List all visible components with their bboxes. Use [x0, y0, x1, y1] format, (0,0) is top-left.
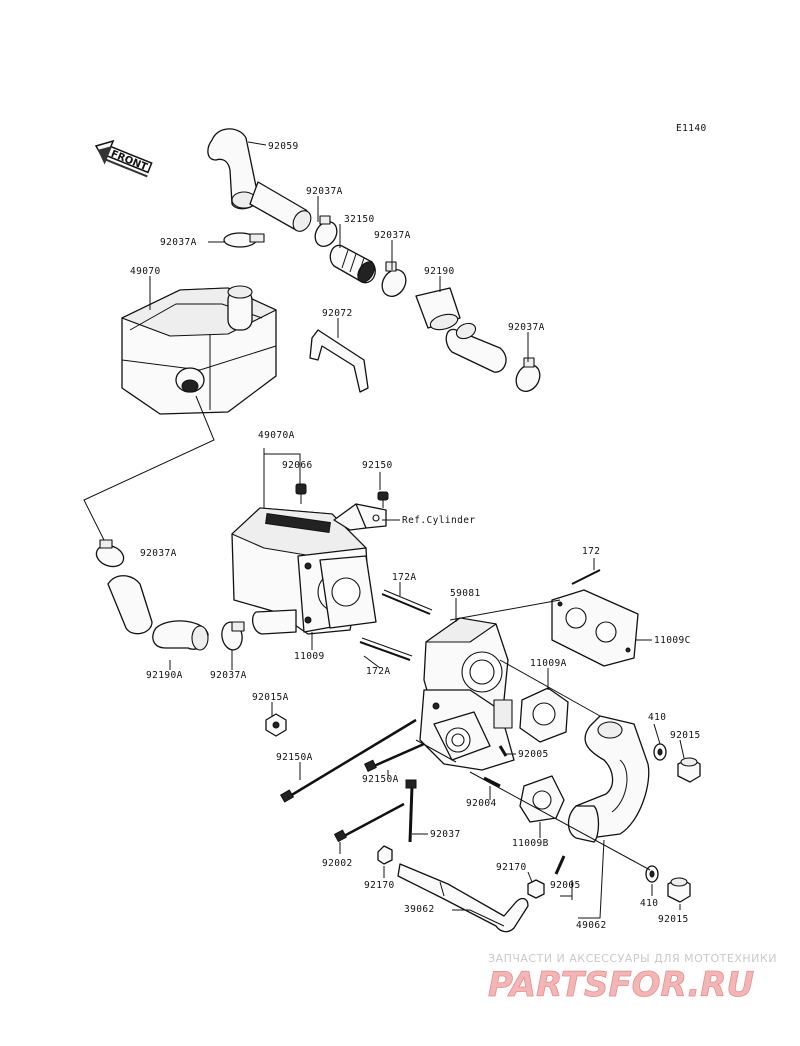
label-92190: 92190: [424, 266, 455, 277]
label-410-2: 410: [640, 898, 658, 909]
elbow-pipe-92059: [207, 128, 259, 210]
label-59081: 59081: [450, 588, 481, 599]
clamp-92037A-a: [314, 215, 338, 247]
stud-92005-b: [554, 855, 566, 875]
label-92037A-6: 92037A: [210, 670, 247, 681]
label-92037A-1: 92037A: [306, 186, 343, 197]
label-11009B: 11009B: [512, 838, 549, 849]
stud-92004: [483, 776, 501, 788]
label-92037A-3: 92037A: [160, 237, 197, 248]
label-92037A-2: 92037A: [374, 230, 411, 241]
label-92190A: 92190A: [146, 670, 183, 681]
label-92150-1: 92150: [362, 460, 393, 471]
front-arrow-icon: FRONT: [94, 139, 153, 178]
coupling-32150: [329, 244, 376, 284]
label-11009C: 11009C: [654, 635, 691, 646]
hose-92190: [415, 287, 507, 373]
label-49070A: 49070A: [258, 430, 295, 441]
leader-lines: [149, 141, 685, 927]
clamp-92037A-b: [381, 261, 407, 297]
label-172-1: 172: [582, 546, 600, 557]
label-92037A-4: 92037A: [508, 322, 545, 333]
pipe-39062: [397, 863, 529, 933]
clamp-92037A-e: [95, 539, 125, 568]
label-39062: 39062: [404, 904, 435, 915]
washer-410-a: [653, 743, 667, 761]
bolt-92002: [333, 802, 405, 843]
label-92170-1: 92170: [364, 880, 395, 891]
stud-92005-a: [498, 745, 508, 757]
clamp-92037A-f: [221, 621, 245, 651]
label-92037: 92037: [430, 829, 461, 840]
label-172A-1: 172A: [392, 572, 416, 583]
label-92037A-5: 92037A: [140, 548, 177, 559]
label-92015-1: 92015: [670, 730, 701, 741]
label-49070: 49070: [130, 266, 161, 277]
stud-172: [571, 569, 601, 585]
label-92059: 92059: [268, 141, 299, 152]
clamp-92037A-c: [515, 357, 541, 392]
nut-92015A: [265, 713, 287, 737]
watermark: ЗАПЧАСТИ И АКСЕССУАРЫ ДЛЯ МОТОТЕХНИКИ PA…: [488, 952, 777, 1005]
nut-92170-a: [377, 845, 393, 865]
gasket-11009A: [519, 687, 569, 743]
muffler-49070: [121, 285, 277, 415]
watermark-caption: ЗАПЧАСТИ И АКСЕССУАРЫ ДЛЯ МОТОТЕХНИКИ: [488, 952, 777, 965]
label-410-1: 410: [648, 712, 666, 723]
gasket-11009C: [551, 589, 639, 667]
stud-172A-upper: [381, 589, 433, 615]
label-11009: 11009: [294, 651, 325, 662]
part-labels: 92059 92037A 32150 92037A 92037A 49070 9…: [130, 141, 701, 931]
label-92005-2: 92005: [550, 880, 581, 891]
bolt-92150: [377, 491, 389, 508]
label-92004: 92004: [466, 798, 497, 809]
bolt-92066: [295, 483, 307, 504]
label-92066: 92066: [282, 460, 313, 471]
nut-92170-b: [527, 879, 545, 899]
hose-upper: [249, 181, 312, 232]
leader-muffler: [83, 395, 215, 541]
label-92170-2: 92170: [496, 862, 527, 873]
bracket-ref-cylinder: [333, 503, 387, 531]
label-92150A-1: 92150A: [276, 752, 313, 763]
label-ref-cylinder: Ref.Cylinder: [402, 515, 475, 526]
hose-92190A: [107, 575, 209, 651]
diagram-code: E1140: [676, 123, 707, 134]
label-92005-1: 92005: [518, 749, 549, 760]
nut-92015-b: [667, 877, 691, 903]
bracket-92072: [309, 329, 369, 393]
watermark-logo: PARTSFOR.RU: [488, 965, 754, 1005]
label-92015-2: 92015: [658, 914, 689, 925]
bolt-92150A-long: [279, 718, 417, 803]
label-32150: 32150: [344, 214, 375, 225]
label-49062: 49062: [576, 920, 607, 931]
manifold-59081: [419, 617, 515, 771]
label-172A-2: 172A: [366, 666, 390, 677]
exhaust-pipe-49062: [567, 715, 650, 843]
clamp-92037A-d: [223, 232, 265, 248]
nut-92015-a: [677, 757, 701, 783]
label-11009A: 11009A: [530, 658, 567, 669]
label-92015A: 92015A: [252, 692, 289, 703]
label-92002: 92002: [322, 858, 353, 869]
gasket-11009: [319, 555, 377, 629]
bolt-92037: [405, 779, 417, 843]
stud-172A-lower: [359, 637, 413, 661]
gasket-11009B: [519, 775, 565, 823]
label-92072: 92072: [322, 308, 353, 319]
label-92150A-2: 92150A: [362, 774, 399, 785]
bolt-92150A-short: [364, 742, 425, 772]
